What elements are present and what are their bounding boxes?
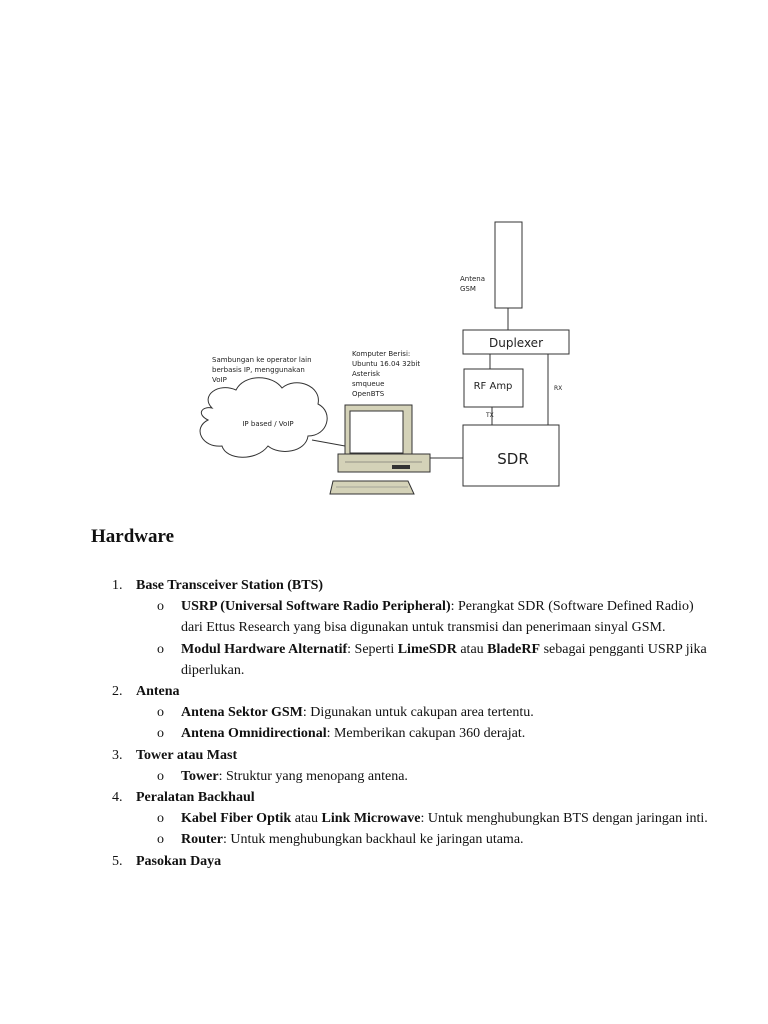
bullet-icon: o <box>157 641 164 657</box>
list-number: 2. <box>112 684 123 700</box>
sub-list-item: o USRP (Universal Software Radio Peripher… <box>157 596 716 638</box>
sub-item-text: : Seperti <box>347 641 398 657</box>
list-item-title: Antena <box>136 684 180 700</box>
bullet-icon: o <box>157 705 164 721</box>
cloud-to-computer-line <box>311 439 346 447</box>
sub-item-term: Link Microwave <box>321 811 421 827</box>
bts-network-diagram: Antena GSM Duplexer RF Amp RX TX SDR Kom… <box>199 221 570 495</box>
list-number: 1. <box>112 578 123 593</box>
sub-item-term: Antena Sektor GSM <box>181 705 303 721</box>
sub-list-item: o Antena Sektor GSM: Digunakan untuk caku… <box>157 702 716 723</box>
hardware-list: 1. Base Transceiver Station (BTS) o USRP … <box>112 575 716 872</box>
antenna-shape <box>494 221 523 309</box>
computer-icon <box>329 404 431 495</box>
cloud-shape <box>199 377 328 458</box>
list-item-title: Peralatan Backhaul <box>136 790 255 806</box>
sub-item-term: Modul Hardware Alternatif <box>181 641 348 657</box>
bullet-icon: o <box>157 726 164 742</box>
sub-item-text: : Untuk menghubungkan backhaul ke jaring… <box>223 832 524 848</box>
computer-label-line2: Ubuntu 16.04 32bit <box>352 360 420 368</box>
sub-item-term: USRP (Universal Software Radio Periphera… <box>181 599 451 615</box>
sub-item-text: : Memberikan cakupan 360 derajat. <box>326 726 526 742</box>
sub-list-item: o Antena Omnidirectional: Memberikan caku… <box>157 723 716 744</box>
duplexer-label: Duplexer <box>489 336 543 350</box>
list-item: 1. Base Transceiver Station (BTS) o USRP … <box>112 575 716 681</box>
list-item: 2. Antena o Antena Sektor GSM: Digunakan … <box>112 681 716 745</box>
list-number: 4. <box>112 790 123 806</box>
list-item-title: Tower atau Mast <box>136 747 238 763</box>
bullet-icon: o <box>157 768 164 784</box>
sub-item-term: LimeSDR <box>397 641 457 657</box>
sub-item-term: Antena Omnidirectional <box>181 726 327 742</box>
list-item: 5. Pasokan Daya <box>112 851 716 872</box>
computer-label-line4: smqueue <box>352 380 384 388</box>
sub-list: o USRP (Universal Software Radio Peripher… <box>136 596 716 681</box>
operator-note-line2: berbasis IP, menggunakan <box>212 366 305 374</box>
list-item: 3. Tower atau Mast o Tower: Struktur yang… <box>112 745 716 787</box>
list-item-title: Base Transceiver Station (BTS) <box>136 578 324 593</box>
rx-label: RX <box>554 385 562 392</box>
sub-list: o Antena Sektor GSM: Digunakan untuk caku… <box>136 702 716 744</box>
bullet-icon: o <box>157 599 164 615</box>
sub-item-term: Tower <box>181 768 219 784</box>
sub-list-item: o Kabel Fiber Optik atau Link Microwave: … <box>157 808 716 829</box>
sub-list: o Tower: Struktur yang menopang antena. <box>136 766 716 787</box>
sub-list-item: o Tower: Struktur yang menopang antena. <box>157 766 716 787</box>
tx-label: TX <box>485 412 494 419</box>
sub-item-text: : Untuk menghubungkan BTS dengan jaringa… <box>420 811 708 827</box>
sub-list-item: o Modul Hardware Alternatif: Seperti Lime… <box>157 639 716 681</box>
section-heading: Hardware <box>91 526 175 547</box>
cloud-label: IP based / VoIP <box>242 420 293 428</box>
operator-note-line1: Sambungan ke operator lain <box>212 356 312 364</box>
sub-item-term: Kabel Fiber Optik <box>181 811 292 827</box>
sub-item-text: atau <box>291 811 322 827</box>
duplexer-block <box>462 329 570 355</box>
bullet-icon: o <box>157 832 164 848</box>
rf-amp-label: RF Amp <box>474 381 513 392</box>
list-item: 4. Peralatan Backhaul o Kabel Fiber Optik… <box>112 787 716 851</box>
antenna-label-line2: GSM <box>460 285 476 293</box>
bullet-icon: o <box>157 811 164 827</box>
sdr-block <box>462 424 560 487</box>
sub-item-text: : Struktur yang menopang antena. <box>218 768 408 784</box>
computer-label-line1: Komputer Berisi: <box>352 350 410 358</box>
sub-list-item: o Router: Untuk menghubungkan backhaul ke… <box>157 829 716 850</box>
list-number: 3. <box>112 747 123 763</box>
sub-item-text: : Digunakan untuk cakupan area tertentu. <box>302 705 534 721</box>
sub-item-text: atau <box>456 641 488 657</box>
operator-note-line3: VoIP <box>212 376 227 384</box>
sub-item-term: BladeRF <box>487 641 541 657</box>
computer-label-line3: Asterisk <box>352 370 381 378</box>
computer-label-line5: OpenBTS <box>352 390 385 398</box>
antenna-label-line1: Antena <box>460 275 485 283</box>
sub-item-term: Router <box>181 832 223 848</box>
rf-amp-block <box>463 368 524 408</box>
sdr-label: SDR <box>497 450 529 468</box>
sub-item-text: sebagai pengganti USRP jika diperlukan. <box>181 641 707 678</box>
list-number: 5. <box>112 853 123 869</box>
list-item-title: Pasokan Daya <box>136 853 222 869</box>
sub-item-text: : Perangkat SDR (Software Defined Radio)… <box>181 599 694 636</box>
